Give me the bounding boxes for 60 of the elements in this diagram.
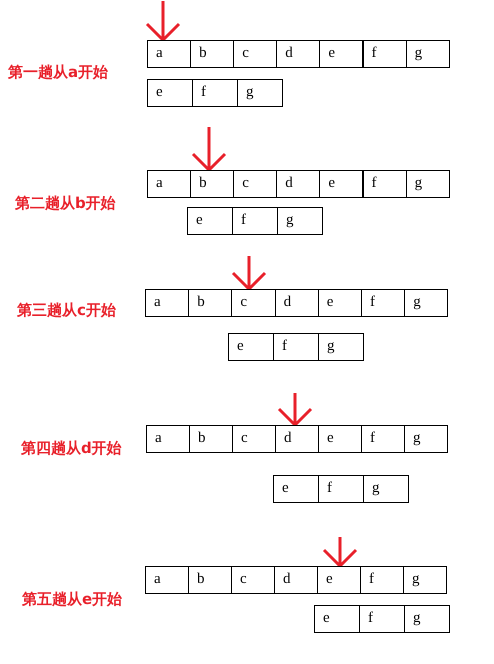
- pass-label: 第四趟从d开始: [21, 439, 122, 458]
- array-cell: b: [190, 40, 234, 68]
- array-cell: e: [318, 425, 362, 453]
- array-cell: d: [274, 566, 318, 594]
- array-cell: c: [231, 289, 276, 317]
- array-cell: f: [318, 475, 364, 503]
- array-cell: e: [228, 333, 274, 361]
- array-cell: a: [147, 170, 192, 198]
- pass-label: 第五趟从e开始: [22, 590, 122, 609]
- array-cell: b: [188, 289, 232, 317]
- array-cell: d: [276, 40, 320, 68]
- array-cell: g: [404, 605, 450, 633]
- array-cell: f: [361, 289, 406, 317]
- array-cell: f: [192, 79, 238, 107]
- array-cell: g: [406, 40, 450, 68]
- array-cell: f: [362, 40, 407, 68]
- array-cell: d: [275, 425, 319, 453]
- array-cell: b: [188, 566, 232, 594]
- array-cell: c: [231, 566, 275, 594]
- array-cell: f: [361, 425, 405, 453]
- array-cell: g: [403, 566, 447, 594]
- array-cell: g: [404, 425, 448, 453]
- pass-label: 第一趟从a开始: [8, 63, 108, 82]
- array-cell: e: [273, 475, 319, 503]
- array-cell: f: [232, 207, 278, 235]
- array-cell: a: [145, 566, 189, 594]
- array-cell: g: [318, 333, 364, 361]
- array-cell: a: [146, 425, 190, 453]
- array-cell: c: [233, 170, 278, 198]
- array-cell: e: [317, 566, 361, 594]
- array-cell: e: [314, 605, 360, 633]
- pointer-arrow: [192, 127, 226, 172]
- pointer-arrow: [322, 537, 358, 568]
- pass-label: 第三趟从c开始: [17, 301, 116, 320]
- pointer-arrow: [146, 1, 180, 42]
- array-cell: f: [273, 333, 319, 361]
- pass-label: 第二趟从b开始: [15, 194, 116, 213]
- array-cell: e: [319, 40, 364, 68]
- array-cell: c: [233, 40, 278, 68]
- array-cell: d: [276, 170, 320, 198]
- array-cell: f: [359, 605, 405, 633]
- array-cell: f: [360, 566, 404, 594]
- array-cell: g: [404, 289, 448, 317]
- array-cell: b: [189, 425, 233, 453]
- array-cell: g: [277, 207, 323, 235]
- array-cell: a: [147, 40, 192, 68]
- array-cell: b: [190, 170, 234, 198]
- array-cell: g: [237, 79, 283, 107]
- pointer-arrow: [278, 393, 312, 426]
- array-cell: f: [362, 170, 407, 198]
- array-cell: e: [147, 79, 193, 107]
- array-cell: c: [232, 425, 276, 453]
- pointer-arrow: [232, 256, 266, 290]
- array-cell: e: [319, 170, 364, 198]
- array-cell: e: [187, 207, 233, 235]
- array-cell: d: [274, 289, 319, 317]
- array-cell: g: [363, 475, 409, 503]
- array-cell: e: [318, 289, 362, 317]
- array-cell: g: [406, 170, 450, 198]
- array-cell: a: [145, 289, 190, 317]
